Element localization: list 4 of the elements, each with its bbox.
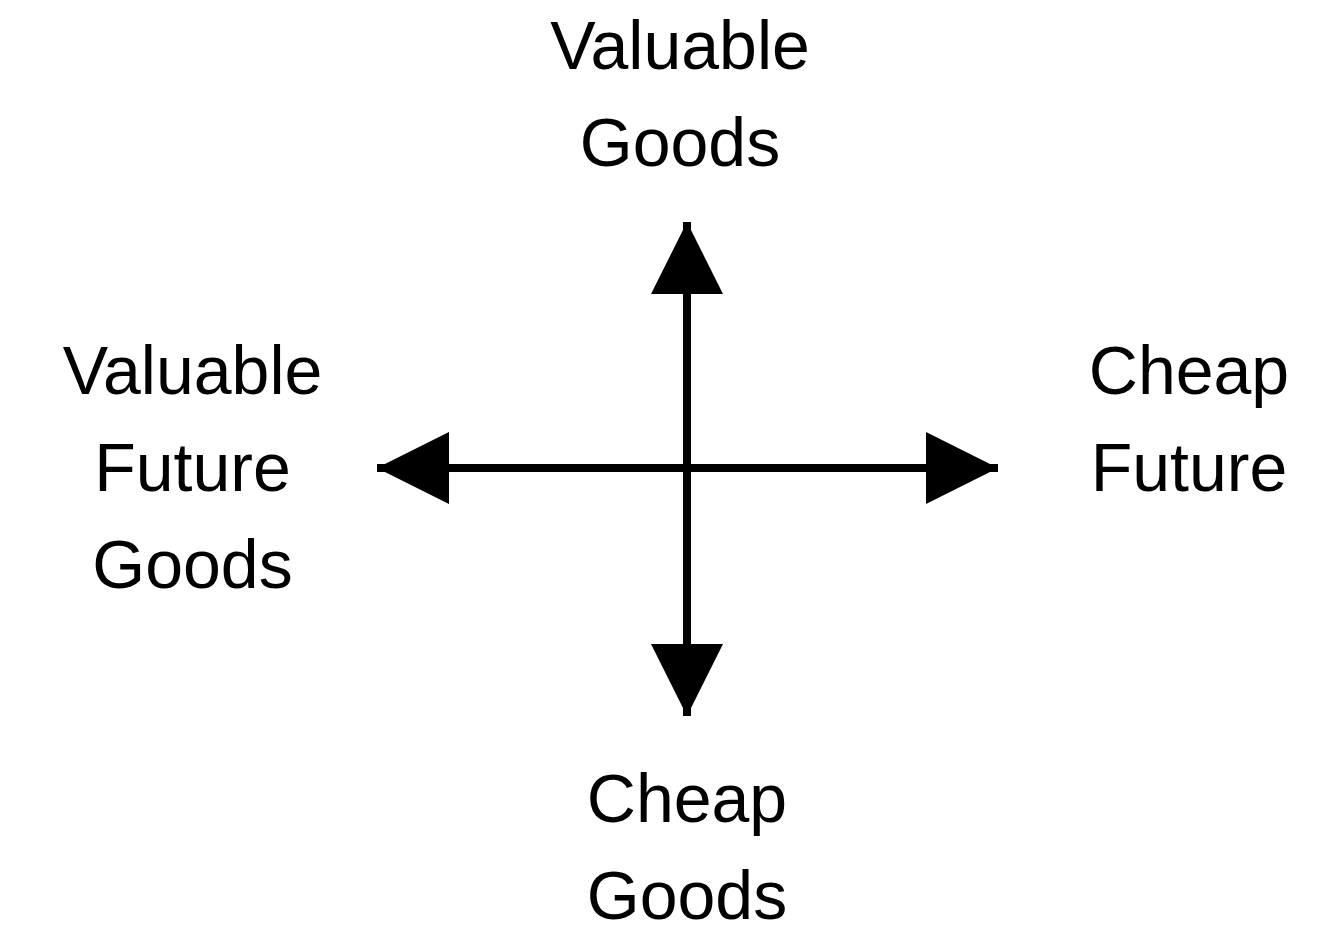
axis-label: Cheap Goods xyxy=(585,759,789,931)
axis-label: Valuable Future Goods xyxy=(61,331,324,604)
axis-label: Cheap Future xyxy=(1087,331,1291,507)
axis-label: Valuable Goods xyxy=(549,6,811,182)
